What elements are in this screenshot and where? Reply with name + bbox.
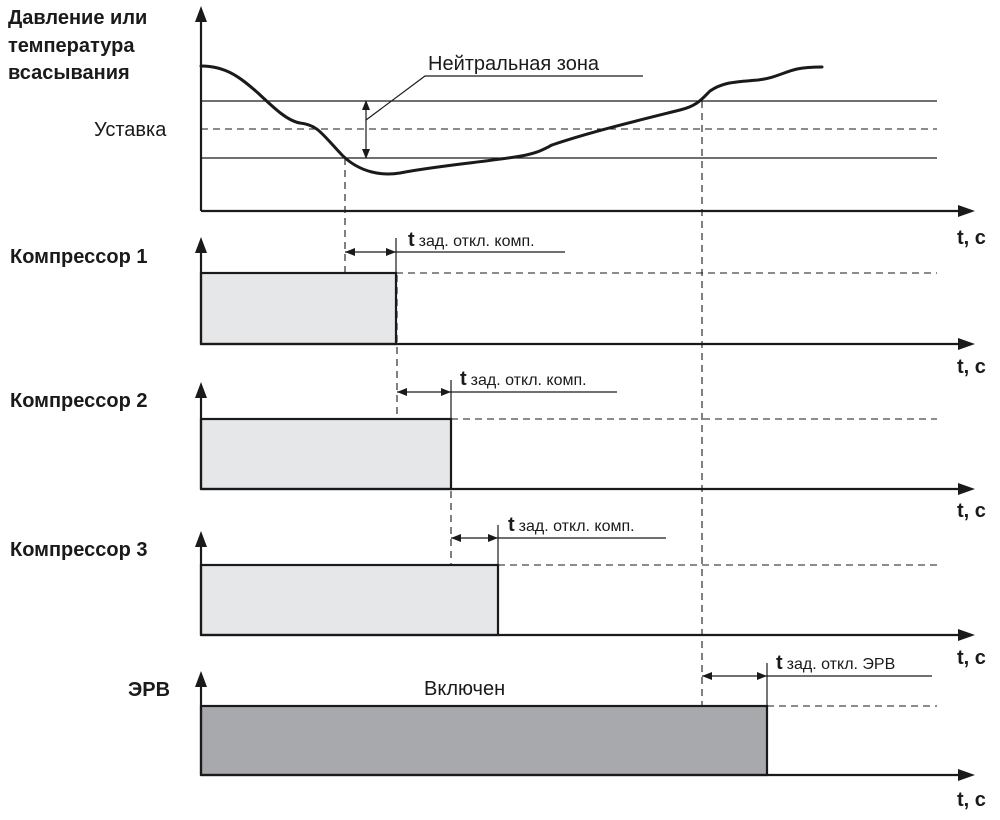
time-axis-label: t, с xyxy=(957,227,986,249)
setpoint-label: Уставка xyxy=(94,119,167,141)
delay-arrow-left xyxy=(702,672,712,680)
delay-arrow-right xyxy=(488,534,498,542)
time-axis-arrow xyxy=(958,338,975,350)
compressor-1-on-bar xyxy=(199,271,398,346)
valve-on-bar xyxy=(199,704,769,777)
row-label: ЭРВ xyxy=(128,679,170,701)
delay-arrow-right xyxy=(441,388,451,396)
compressor-2-on-bar xyxy=(199,417,453,491)
y-axis-label-line-2: температура xyxy=(8,35,135,57)
time-axis-label: t, с xyxy=(957,356,986,378)
time-axis-arrow xyxy=(958,769,975,781)
neutral-zone-label: Нейтральная зона xyxy=(428,53,600,75)
delay-arrow-right xyxy=(757,672,767,680)
time-axis-arrow xyxy=(958,483,975,495)
row-label: Компрессор 3 xyxy=(10,539,147,561)
y-axis-arrow xyxy=(195,6,207,22)
y-axis-label-line-3: всасывания xyxy=(8,62,130,84)
neutral-zone-leader xyxy=(365,75,643,121)
pressure-curve xyxy=(199,64,824,176)
y-axis-arrow xyxy=(195,671,207,687)
pressure-chart: Давление или температура всасывания t, с… xyxy=(8,6,986,249)
y-axis-label-line-1: Давление или xyxy=(8,7,147,29)
row-label: Компрессор 1 xyxy=(10,246,147,268)
valve-state-label: Включен xyxy=(424,678,505,700)
delay-arrow-left xyxy=(345,248,355,256)
y-axis-arrow xyxy=(195,382,207,398)
time-axis-label: t, с xyxy=(957,647,986,669)
delay-arrow-right xyxy=(386,248,396,256)
neutral-zone-arrow-down xyxy=(362,149,370,159)
delay-arrow-left xyxy=(451,534,461,542)
compressor-3-on-bar xyxy=(199,563,500,637)
time-axis-arrow xyxy=(958,629,975,641)
delay-arrow-left xyxy=(397,388,407,396)
time-axis-label: t, с xyxy=(957,789,986,811)
y-axis-arrow xyxy=(195,237,207,253)
time-axis-arrow xyxy=(958,205,975,217)
row-label: Компрессор 2 xyxy=(10,390,147,412)
time-axis-label: t, с xyxy=(957,500,986,522)
neutral-zone-arrow-up xyxy=(362,100,370,110)
y-axis-arrow xyxy=(195,531,207,547)
